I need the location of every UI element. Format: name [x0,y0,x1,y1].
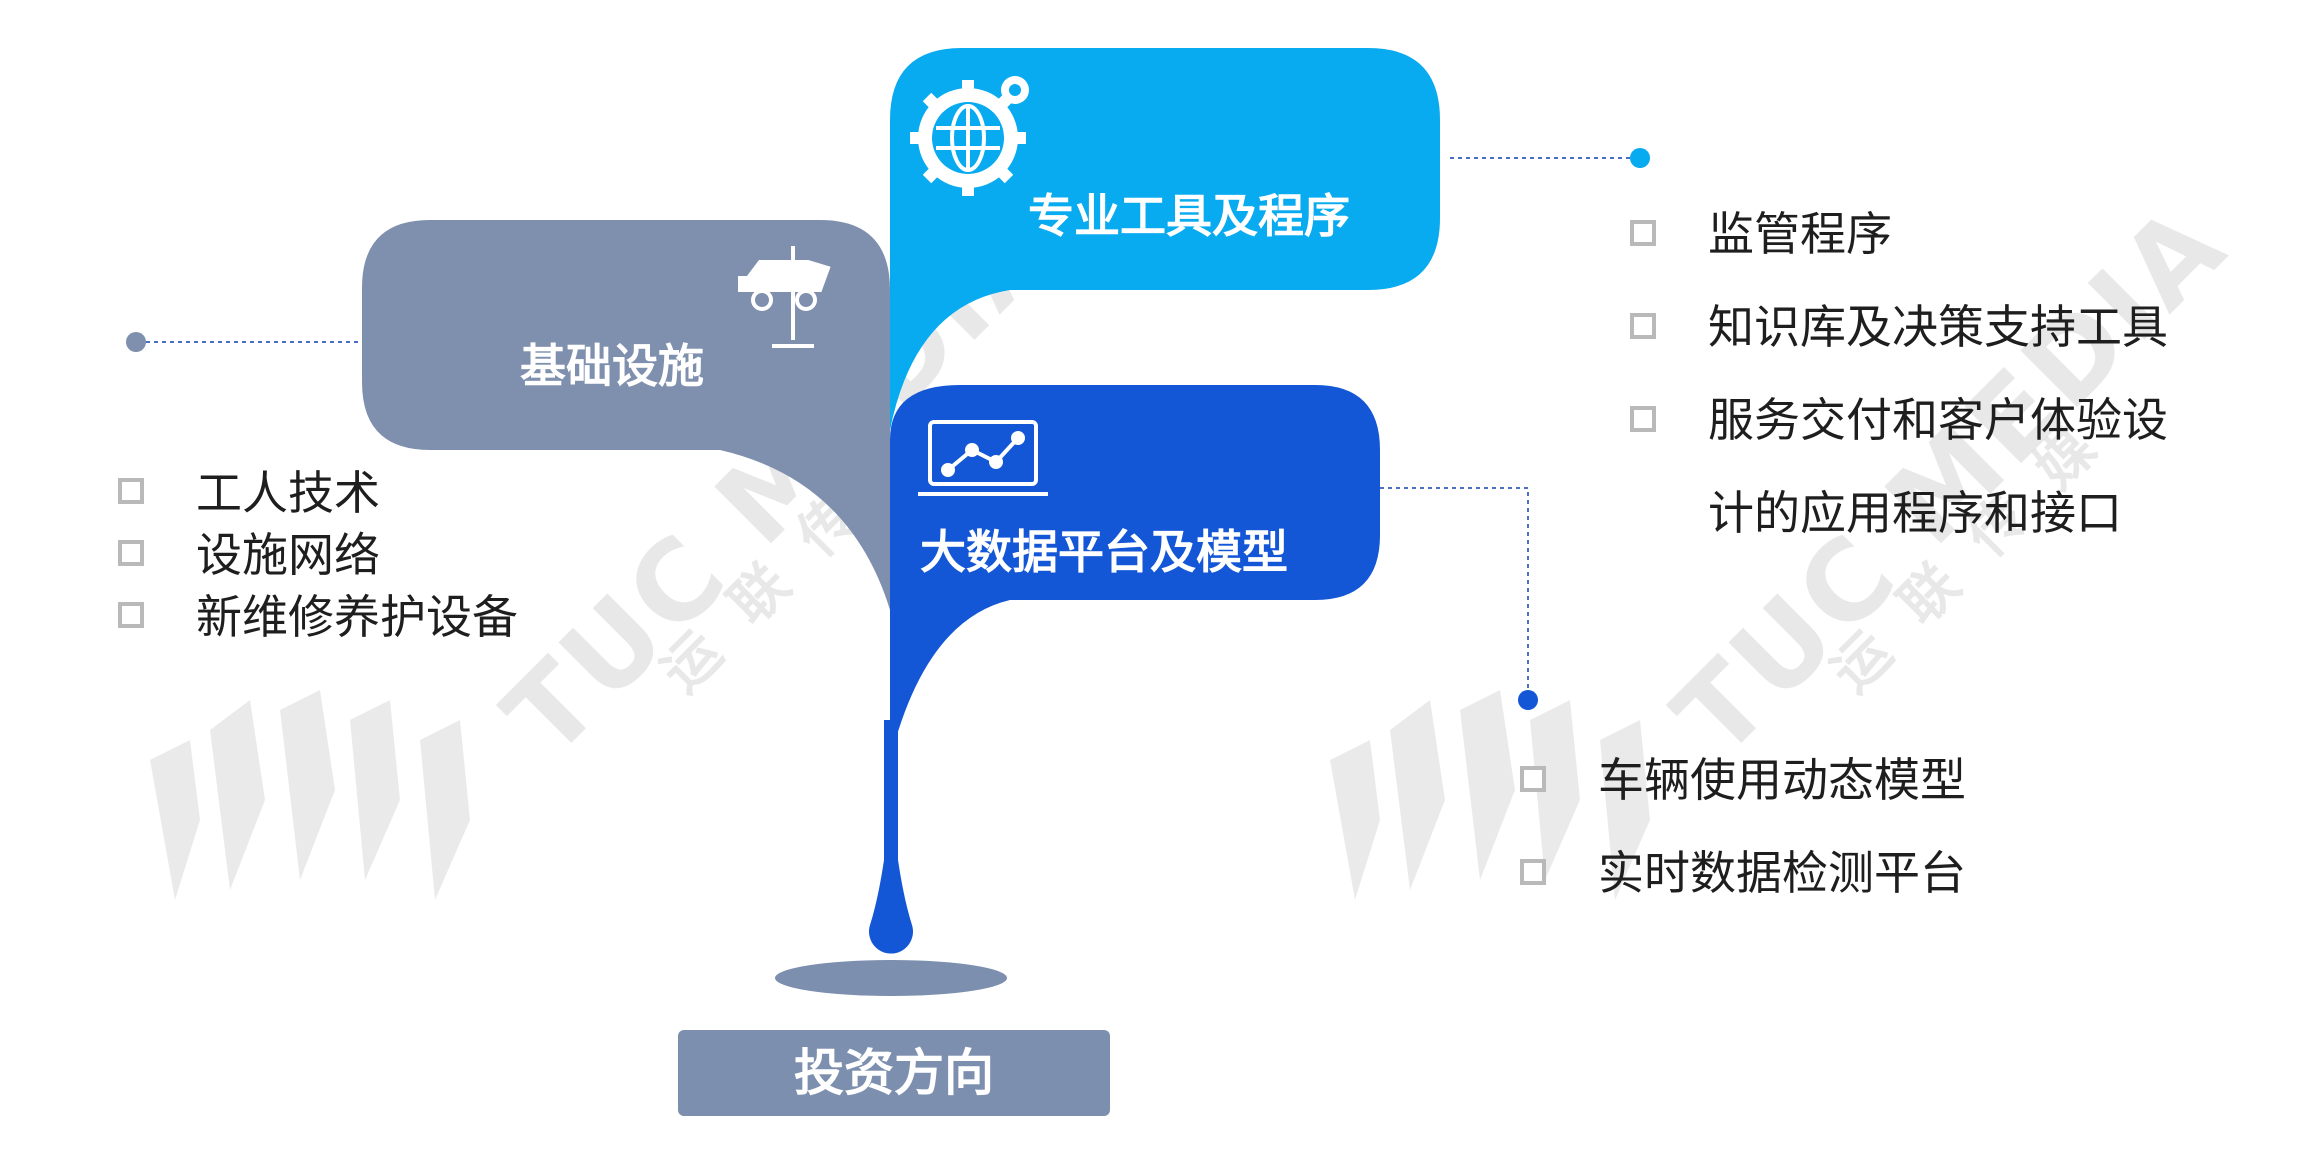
list-item-text: 监管程序 [1708,207,1892,261]
checkbox-icon [1630,313,1656,339]
petal-label-infrastructure: 基础设施 [520,339,704,393]
list-item: 工人技术 [118,462,518,524]
list-tools: 监管程序 知识库及决策支持工具 服务交付和客户体验设 计的应用程序和接口 [1630,188,2168,560]
list-item-text: 设施网络 [196,528,380,582]
connector-tools [1450,148,1650,168]
petal-label-tools: 专业工具及程序 [1028,189,1350,243]
list-infrastructure: 工人技术 设施网络 新维修养护设备 [118,462,518,648]
list-item-text: 知识库及决策支持工具 [1708,300,2168,354]
petal-label-bigdata: 大数据平台及模型 [920,525,1288,579]
checkbox-icon [1630,220,1656,246]
list-item: 设施网络 [118,524,518,586]
watermark-burst-left [150,690,470,900]
checkbox-icon [118,478,144,504]
checkbox-icon [1630,406,1656,432]
checkbox-icon [1520,766,1546,792]
petal-tools [890,48,1440,430]
connector-bigdata [1380,487,1538,710]
checkbox-icon [118,540,144,566]
list-item-continuation: 计的应用程序和接口 [1630,467,2168,560]
list-item: 实时数据检测平台 [1520,827,1966,920]
list-item: 知识库及决策支持工具 [1630,281,2168,374]
list-item: 新维修养护设备 [118,586,518,648]
checkbox-icon [118,602,144,628]
petal-infrastructure [362,220,890,610]
investment-direction-label: 投资方向 [678,1030,1110,1116]
car-lift-icon [738,246,831,348]
list-item: 服务交付和客户体验设 [1630,374,2168,467]
watermark-burst-right [1330,690,1650,900]
checkbox-icon [1520,859,1546,885]
list-bigdata: 车辆使用动态模型 实时数据检测平台 [1520,734,1966,920]
list-item: 车辆使用动态模型 [1520,734,1966,827]
list-item-text: 计的应用程序和接口 [1708,486,2122,540]
list-item-text: 新维修养护设备 [196,590,518,644]
petal-bigdata [890,385,1380,760]
chart-laptop-icon [918,420,1048,496]
stem [869,720,913,954]
list-item-text: 车辆使用动态模型 [1598,753,1966,807]
list-item-text: 实时数据检测平台 [1598,846,1966,900]
drop-shadow [775,960,1007,996]
gear-globe-icon [910,76,1029,196]
list-item: 监管程序 [1630,188,2168,281]
connector-infrastructure [126,332,362,352]
list-item-text: 工人技术 [196,466,380,520]
list-item-text: 服务交付和客户体验设 [1708,393,2168,447]
